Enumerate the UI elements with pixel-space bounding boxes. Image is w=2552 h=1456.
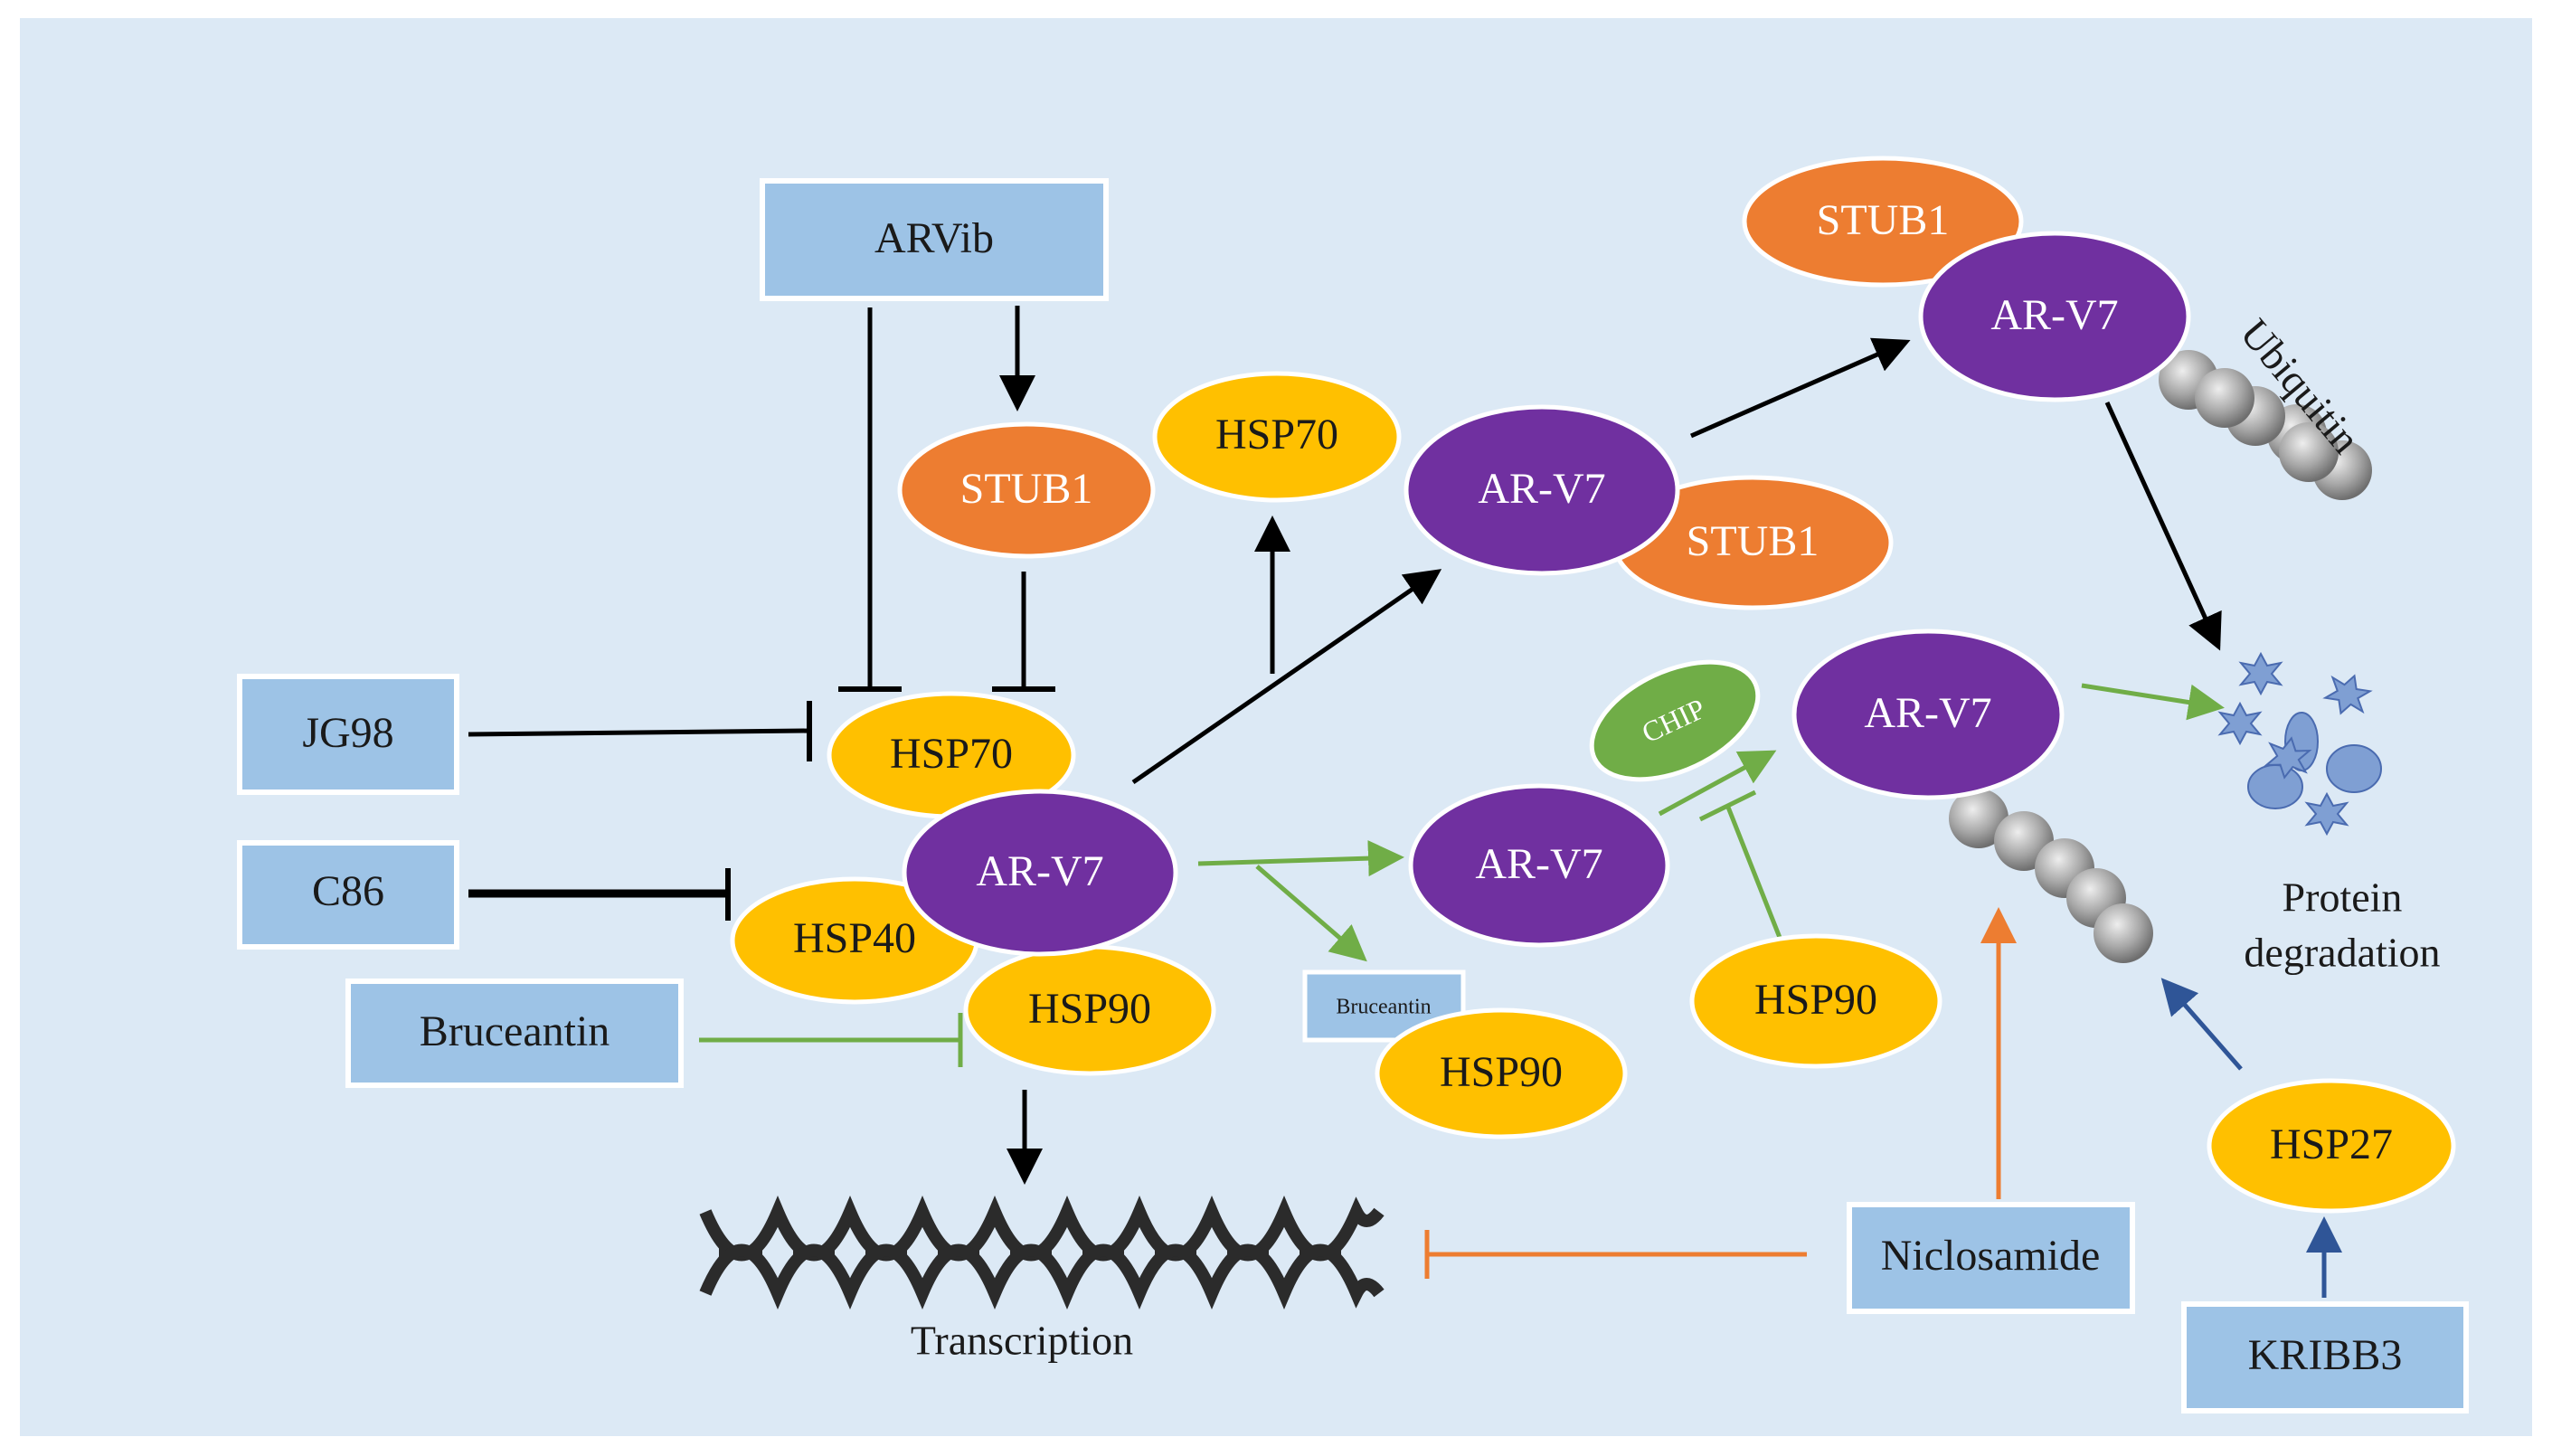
inhibit-c86-hsp40 — [468, 868, 731, 921]
arvib-label: ARVib — [874, 214, 994, 262]
niclosamide-box: Niclosamide — [1847, 1202, 2135, 1314]
bruceantin-box: Bruceantin — [345, 979, 684, 1088]
arrow-complex-to-free-arv7 — [1197, 840, 1404, 877]
arrow-arv7-to-chip-arv7 — [1658, 750, 1777, 817]
chip-ellipse: CHIP — [1589, 659, 1761, 782]
degraded-protein-fragments-icon — [2219, 653, 2382, 835]
hsp70-released-ellipse: HSP70 — [1152, 371, 1402, 503]
stub1-ellipse: STUB1 — [897, 421, 1156, 559]
stub1-middle-label: STUB1 — [1687, 517, 1819, 565]
arvib-box: ARVib — [760, 178, 1109, 301]
arrow-to-ubiquitination — [1689, 337, 1911, 439]
jg98-label: JG98 — [302, 709, 393, 757]
bruceantin-label: Bruceantin — [420, 1007, 610, 1055]
inhibit-niclosamide-transcription — [1424, 1230, 1807, 1279]
inhibit-jg98-hsp70 — [468, 701, 812, 761]
ubiquitin-chain-lower — [1949, 789, 2153, 963]
stub1-middle-ellipse: STUB1 — [1612, 475, 1894, 610]
degradation-label: degradation — [2244, 930, 2440, 976]
bruceantin-small-box: Bruceantin — [1302, 969, 1466, 1043]
arv7-complex-label: AR-V7 — [976, 847, 1103, 895]
dna-helix-icon — [699, 1195, 1385, 1310]
c86-label: C86 — [312, 867, 384, 915]
c86-box: C86 — [237, 840, 459, 950]
hsp90-bruceantin-label: HSP90 — [1440, 1048, 1563, 1096]
protein-label: Protein — [2283, 875, 2403, 921]
transcription-label: Transcription — [911, 1318, 1133, 1364]
hsp70-released-label: HSP70 — [1215, 411, 1338, 459]
inhibit-stub1-hsp70 — [992, 572, 1055, 692]
hsp90-right-label: HSP90 — [1754, 976, 1877, 1024]
arv7-complex-ellipse: AR-V7 — [902, 789, 1178, 957]
arv7-free-ellipse: AR-V7 — [1408, 783, 1670, 948]
arrow-complex-to-arv7-stub1 — [1131, 569, 1442, 785]
kribb3-label: KRIBB3 — [2248, 1331, 2403, 1379]
stub1-label: STUB1 — [960, 465, 1093, 513]
hsp90-bruceantin-ellipse: HSP90 — [1375, 1007, 1628, 1139]
arv7-chip-ellipse: AR-V7 — [1791, 629, 2065, 800]
jg98-box: JG98 — [237, 674, 459, 795]
hsp70-complex-ellipse: HSP70 — [827, 691, 1076, 819]
hsp90-complex-label: HSP90 — [1028, 985, 1151, 1033]
arrow-to-degradation-top — [2104, 401, 2222, 651]
hsp27-ellipse: HSP27 — [2207, 1078, 2456, 1214]
arv7-middle-label: AR-V7 — [1478, 465, 1605, 513]
arv7-free-label: AR-V7 — [1475, 840, 1602, 888]
inhibit-arvib-hsp70 — [838, 307, 902, 692]
bruceantin-small-label: Bruceantin — [1336, 996, 1431, 1019]
arv7-top-label: AR-V7 — [1990, 291, 2118, 339]
kribb3-box: KRIBB3 — [2181, 1301, 2469, 1413]
hsp27-label: HSP27 — [2270, 1120, 2393, 1168]
hsp90-right-ellipse: HSP90 — [1689, 933, 1942, 1069]
arrow-branch-to-bruceantin-hsp90 — [1255, 865, 1367, 962]
hsp70-complex-label: HSP70 — [890, 730, 1013, 778]
arv7-top-ellipse: AR-V7 — [1918, 231, 2191, 402]
hsp40-label: HSP40 — [793, 914, 916, 962]
arv7-chip-label: AR-V7 — [1864, 689, 1991, 737]
ubiquitin-chain-top — [2159, 350, 2372, 500]
arv7-middle-ellipse: AR-V7 — [1404, 404, 1680, 576]
stub1-top-ellipse: STUB1 — [1742, 156, 2024, 288]
inhibit-hsp90-chip — [1698, 789, 1791, 961]
arrow-hsp27-to-ubiquitin — [2160, 978, 2243, 1071]
stub1-top-label: STUB1 — [1817, 196, 1950, 244]
hsp90-complex-ellipse: HSP90 — [963, 944, 1216, 1076]
niclosamide-label: Niclosamide — [1881, 1232, 2101, 1280]
arrow-chip-arv7-to-degradation — [2081, 683, 2225, 721]
hsp40-ellipse: HSP40 — [730, 876, 979, 1005]
inhibit-bruceantin-hsp90 — [699, 1013, 963, 1067]
